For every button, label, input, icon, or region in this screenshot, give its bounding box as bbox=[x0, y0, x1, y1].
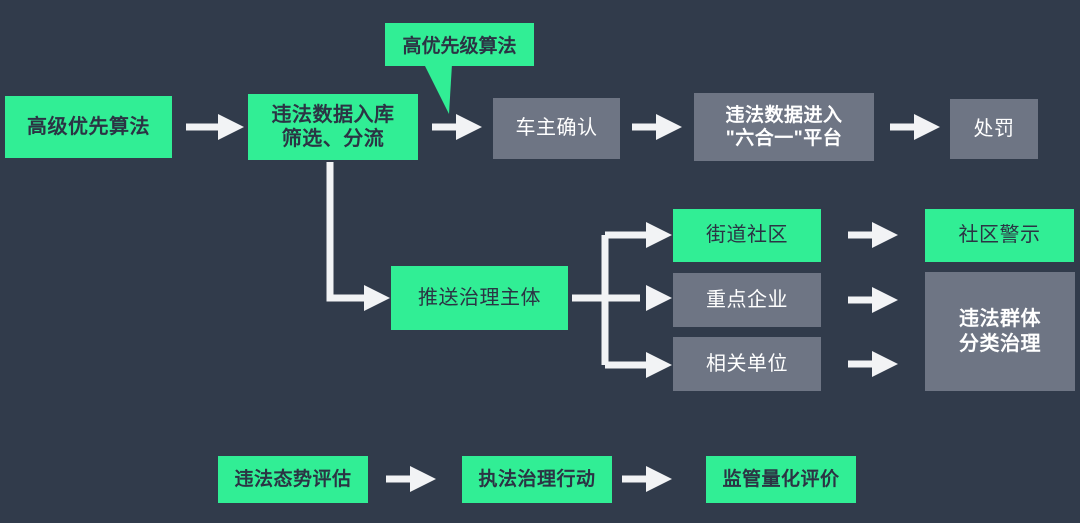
node-violation-data-intake[interactable]: 违法数据入库 筛选、分流 bbox=[248, 94, 418, 160]
arrow-algorithm-to-intake bbox=[186, 114, 244, 140]
node-regulatory-quant-evaluation[interactable]: 监管量化评价 bbox=[706, 456, 856, 503]
node-community-warning[interactable]: 社区警示 bbox=[925, 209, 1074, 262]
arrow-related-unit-to-classification bbox=[848, 351, 898, 377]
node-owner-confirm[interactable]: 车主确认 bbox=[493, 98, 620, 159]
node-advanced-priority-algorithm[interactable]: 高级优先算法 bbox=[5, 96, 172, 158]
arrow-intake-to-owner-confirm bbox=[432, 114, 482, 140]
branch-push-subject-to-targets bbox=[572, 222, 672, 378]
callout-high-priority-algorithm: 高优先级算法 bbox=[385, 23, 534, 66]
node-enforcement-action[interactable]: 执法治理行动 bbox=[462, 456, 612, 503]
node-penalty[interactable]: 处罚 bbox=[950, 99, 1038, 159]
arrow-key-enterprise-to-classification bbox=[848, 287, 898, 313]
node-related-unit[interactable]: 相关单位 bbox=[673, 337, 821, 391]
arrow-owner-confirm-to-platform bbox=[632, 114, 682, 140]
arrow-enforcement-to-evaluation bbox=[622, 466, 672, 492]
node-six-in-one-platform[interactable]: 违法数据进入 "六合一"平台 bbox=[694, 93, 874, 161]
callout-tail bbox=[424, 64, 452, 114]
node-violator-group-classification[interactable]: 违法群体 分类治理 bbox=[925, 272, 1075, 391]
node-key-enterprise[interactable]: 重点企业 bbox=[673, 273, 821, 327]
arrow-platform-to-penalty bbox=[890, 114, 940, 140]
elbow-intake-to-push-subject bbox=[326, 162, 390, 311]
arrow-street-community-to-warning bbox=[848, 222, 898, 248]
arrow-assessment-to-enforcement bbox=[386, 466, 436, 492]
node-violation-situation-assessment[interactable]: 违法态势评估 bbox=[218, 456, 368, 503]
node-street-community[interactable]: 街道社区 bbox=[673, 209, 821, 262]
node-push-governance-subject[interactable]: 推送治理主体 bbox=[391, 266, 568, 330]
